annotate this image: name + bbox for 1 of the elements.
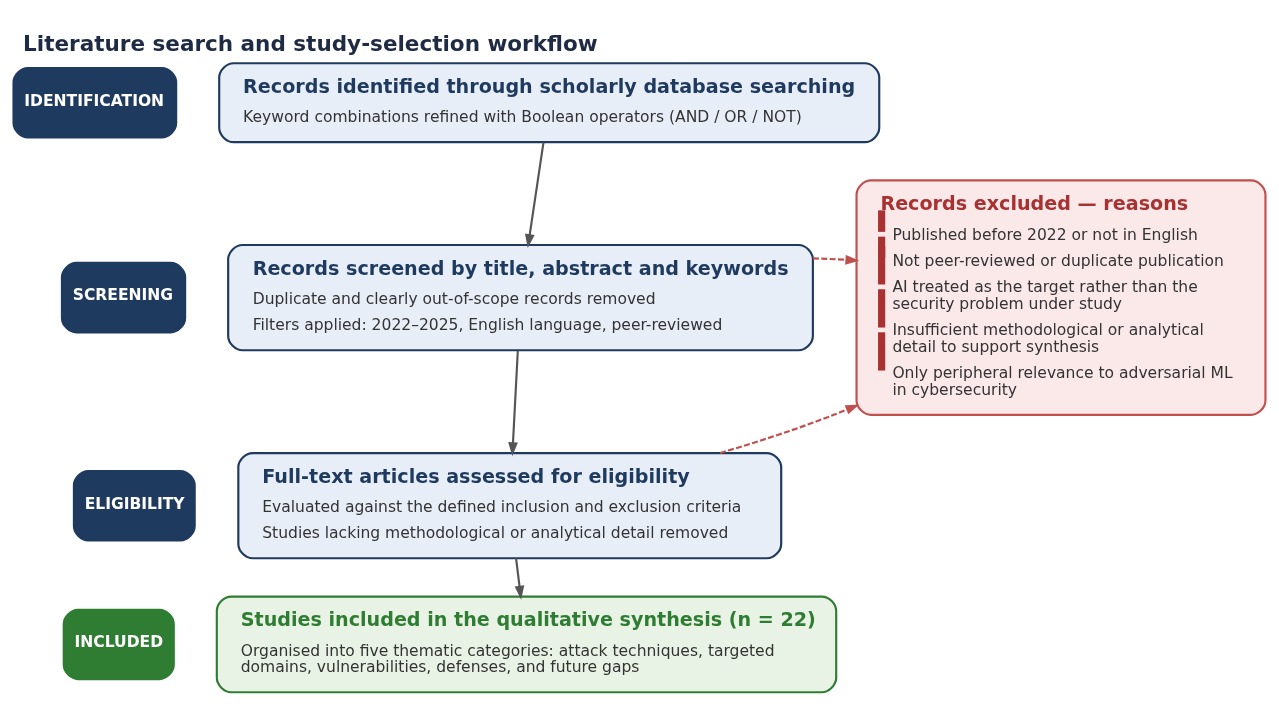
diagram-title: Literature search and study-selection workflow — [23, 30, 598, 56]
